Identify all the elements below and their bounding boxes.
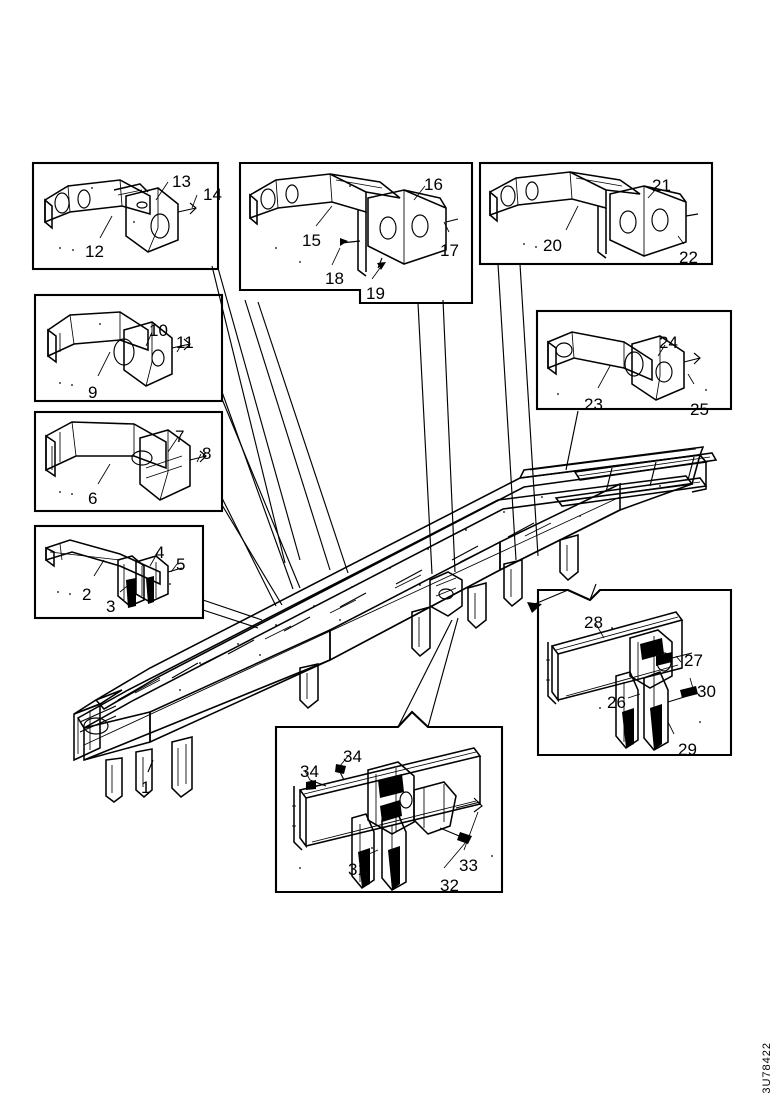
callout-23: 23 [584, 395, 603, 414]
leader-lines [202, 263, 579, 728]
callout-12: 12 [85, 242, 104, 261]
detail-box-31-34[interactable] [274, 710, 504, 894]
callout-5: 5 [176, 555, 186, 574]
callout-34-b: 34 [343, 747, 362, 766]
callout-1: 1 [141, 778, 151, 797]
detail-box-12-14[interactable] [31, 161, 220, 271]
callout-21: 21 [652, 176, 671, 195]
callout-10: 10 [149, 321, 168, 340]
callout-17: 17 [440, 241, 459, 260]
callout-26: 26 [607, 693, 626, 712]
callout-34-a: 34 [300, 762, 319, 781]
callout-2: 2 [82, 585, 92, 604]
detail-box-20-22[interactable] [478, 161, 714, 266]
callout-22: 22 [679, 248, 698, 267]
chassis-frame-main-view [73, 446, 718, 803]
callout-31: 31 [348, 860, 367, 879]
detail-box-6-8[interactable] [33, 410, 224, 513]
detail-box-15-19[interactable] [238, 161, 474, 305]
callout-24: 24 [659, 333, 678, 352]
detail-box-23-25[interactable] [535, 309, 733, 411]
callout-3: 3 [106, 597, 116, 616]
callout-8: 8 [202, 444, 212, 463]
callout-20: 20 [543, 236, 562, 255]
callout-19: 19 [366, 284, 385, 303]
callout-16: 16 [424, 175, 443, 194]
callout-33: 33 [459, 856, 478, 875]
callout-25: 25 [690, 400, 709, 419]
callout-6: 6 [88, 489, 98, 508]
callout-13: 13 [172, 172, 191, 191]
callout-27: 27 [684, 651, 703, 670]
callout-18: 18 [325, 269, 344, 288]
callout-32: 32 [440, 876, 459, 895]
callout-14: 14 [203, 185, 222, 204]
detail-box-26-30[interactable] [527, 583, 733, 757]
drawing-code: 3U78422 [761, 1042, 773, 1094]
callout-28: 28 [584, 613, 603, 632]
callout-11: 11 [176, 333, 194, 352]
callout-9: 9 [88, 383, 98, 402]
callout-29: 29 [678, 740, 697, 759]
detail-box-2-5[interactable] [33, 524, 205, 620]
detail-box-9-11[interactable] [33, 293, 224, 403]
callout-15: 15 [302, 231, 321, 250]
callout-7: 7 [175, 427, 185, 446]
callout-30: 30 [697, 682, 716, 701]
callout-4: 4 [155, 543, 165, 562]
